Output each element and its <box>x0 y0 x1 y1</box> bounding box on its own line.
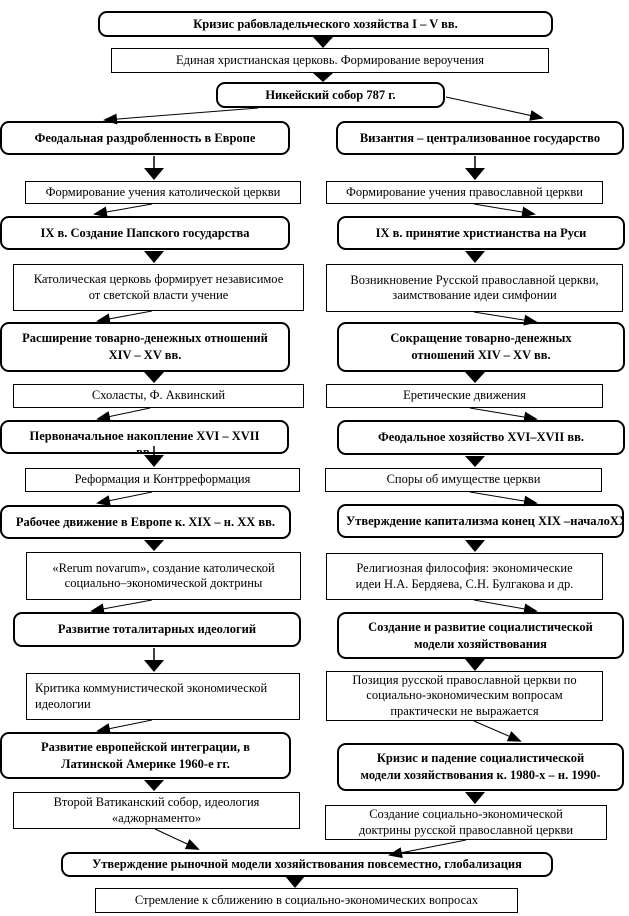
node-church-property-disputes: Споры об имуществе церкви <box>325 468 602 492</box>
arrow-r5-r6 <box>465 372 485 383</box>
arrow-r4-r5 <box>473 311 538 326</box>
node-socialist-model-crisis: Кризис и падение социалистической модели… <box>337 743 624 791</box>
arrow-l3-l4 <box>144 251 164 263</box>
arrow-l9-l10 <box>144 540 164 551</box>
node-papal-state-creation: IX в. Создание Папского государства <box>0 216 290 250</box>
node-critique-communist-ideology: Критика коммунистической экономической и… <box>26 673 300 720</box>
node-byzantium-centralized-state: Византия – централизованное государство <box>336 121 624 155</box>
node-religious-philosophy: Религиозная философия: экономические иде… <box>326 553 603 600</box>
node-christianization-of-rus: IX в. принятие христианства на Руси <box>337 216 625 250</box>
node-catholic-doctrine-formation: Формирование учения католической церкви <box>25 181 301 204</box>
node-scholastics-aquinas: Схоласты, Ф. Аквинский <box>13 384 304 408</box>
node-russian-orthodox-church-origin: Возникновение Русской православной церкв… <box>326 264 623 312</box>
node-reduction-commodity-money: Сокращение товарно-денежных отношений XI… <box>337 322 625 372</box>
arrow-r12-r13 <box>473 720 522 742</box>
node-crisis-slave-economy: Кризис рабовладельческого хозяйства I – … <box>98 11 553 37</box>
node-expansion-commodity-money: Расширение товарно-денежных отношений XI… <box>0 322 290 372</box>
node-socialist-model-creation: Создание и развитие социалистической мод… <box>337 612 624 659</box>
node-feudal-economy: Феодальное хозяйство XVI–XVII вв. <box>337 420 625 455</box>
node-reformation-counterreformation: Реформация и Контрреформация <box>25 468 300 492</box>
node-european-integration: Развитие европейской интеграции, в Латин… <box>0 732 291 779</box>
arrow-l8-l9 <box>96 491 153 506</box>
node-labor-movement-europe: Рабочее движение в Европе к. XIX – н. XX… <box>0 505 291 539</box>
node-capitalism-establishment: Утверждение капитализма конец XIX –начал… <box>337 504 624 538</box>
arrow-l11-l12 <box>144 648 164 672</box>
arrow-nicaea-to-left <box>103 107 259 125</box>
node-market-model-globalization: Утверждение рыночной модели хозяйствован… <box>61 852 553 877</box>
arrow-r9-r10 <box>465 540 485 552</box>
arrow-r10-r11 <box>473 599 538 615</box>
node-united-christian-church: Единая христианская церковь. Формировани… <box>111 48 549 73</box>
node-second-vatican-council: Второй Ватиканский собор, идеология «адж… <box>13 792 300 829</box>
node-totalitarian-ideologies: Развитие тоталитарных идеологий <box>13 612 301 647</box>
arrow-crisis-to-church <box>313 37 333 48</box>
node-orthodox-doctrine-formation: Формирование учения православной церкви <box>326 181 603 204</box>
arrow-r6-r7 <box>469 407 538 423</box>
node-primary-accumulation: Первоначальное накопление XVI – XVII вв. <box>0 420 289 454</box>
arrow-l6-l7 <box>96 407 151 422</box>
arrow-l10-l11 <box>90 599 153 615</box>
arrow-l12-l13 <box>96 719 153 734</box>
arrow-r11-r12 <box>465 659 485 671</box>
arrow-l2-l3 <box>93 203 153 218</box>
node-feudal-fragmentation-europe: Феодальная раздробленность в Европе <box>0 121 290 155</box>
node-convergence-socioeconomic: Стремление к сближению в социально-эконо… <box>95 888 518 913</box>
node-heretical-movements: Еретические движения <box>326 384 603 408</box>
arrow-r2-r3 <box>473 203 536 218</box>
arrow-bm1-bm2 <box>285 876 305 888</box>
arrow-church-to-nicaea <box>313 73 333 82</box>
arrow-r3-r4 <box>465 251 485 263</box>
node-catholic-independent-teaching: Католическая церковь формирует независим… <box>13 264 304 311</box>
node-orthodox-social-doctrine: Создание социально-экономической доктрин… <box>325 805 607 840</box>
node-nicaea-council: Никейский собор 787 г. <box>216 82 445 108</box>
arrow-r8-r9 <box>469 491 538 507</box>
arrow-l5-l6 <box>144 372 164 383</box>
arrow-r7-r8 <box>465 456 485 467</box>
arrow-l13-l14 <box>144 780 164 791</box>
arrow-l1-l2 <box>144 156 164 180</box>
node-orthodox-position-not-expressed: Позиция русской православной церкви по с… <box>326 671 603 721</box>
arrow-l4-l5 <box>96 310 153 325</box>
arrow-r1-r2 <box>465 156 485 180</box>
arrow-r13-r14 <box>465 792 485 804</box>
arrow-l14-bottom <box>154 828 200 850</box>
node-rerum-novarum: «Rerum novarum», создание католической с… <box>26 552 301 600</box>
arrow-nicaea-to-right <box>445 96 544 121</box>
